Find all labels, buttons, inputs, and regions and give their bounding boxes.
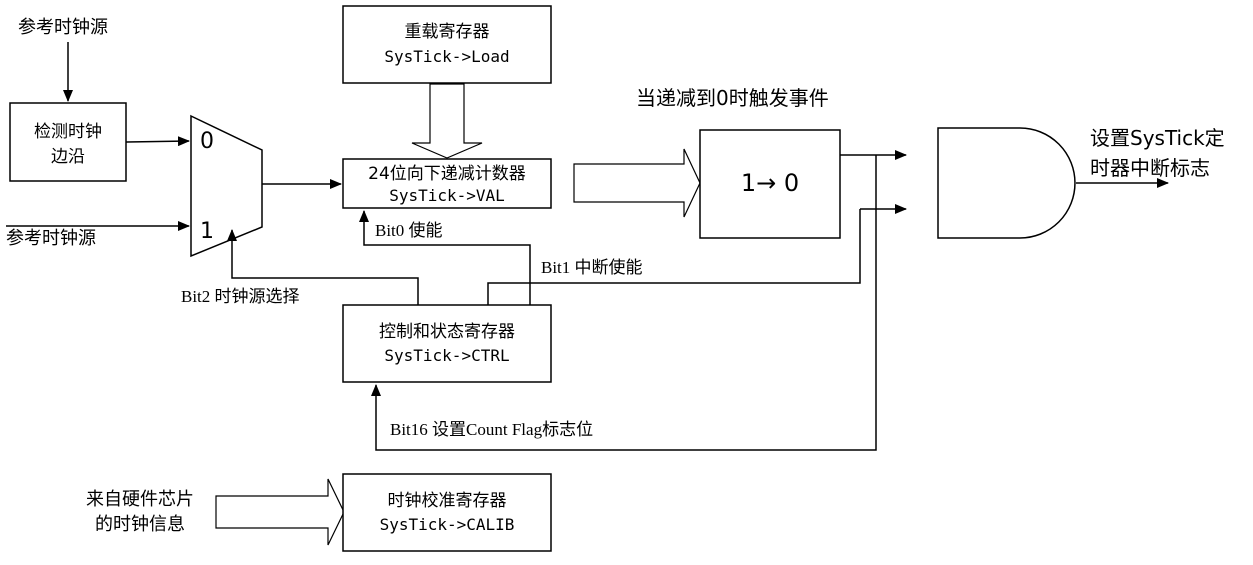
- compare-box: [699, 129, 841, 239]
- counter-register-line2: SysTick->VAL: [389, 186, 505, 205]
- bit2-label: Bit2 时钟源选择: [181, 287, 300, 306]
- ctrl-register-box: [342, 304, 552, 383]
- decrement-event-label: 当递减到0时触发事件: [636, 86, 829, 110]
- ref-clock-top-label: 参考时钟源: [18, 17, 108, 38]
- bit16-countflag-wire: [371, 155, 877, 451]
- and-gate: [937, 127, 1076, 239]
- bit1-interrupt-wire: [487, 209, 861, 305]
- ctrl-register-line1: 控制和状态寄存器: [379, 322, 515, 342]
- counter-to-compare-hollow-arrow: [573, 148, 701, 218]
- calib-register-box: [342, 473, 552, 552]
- bit0-label: Bit0 使能: [375, 220, 443, 240]
- reload-register-box: [342, 5, 552, 84]
- output-label-line2: 时器中断标志: [1090, 156, 1210, 180]
- edge-detect-line2: 边沿: [51, 147, 85, 167]
- bit2-select-wire: [227, 229, 419, 305]
- bit16-label: Bit16 设置Count Flag标志位: [390, 420, 593, 439]
- mux-input-0: 0: [200, 129, 214, 154]
- hw-to-calib-hollow-arrow: [215, 478, 345, 546]
- bit1-label: Bit1 中断使能: [541, 257, 643, 277]
- mux-input-1: 1: [200, 219, 214, 244]
- reload-to-counter-hollow-arrow: [411, 83, 483, 159]
- clock-source-mux: [190, 114, 263, 258]
- hw-info-line2: 的时钟信息: [95, 514, 185, 535]
- compare-label: 1→ 0: [741, 169, 799, 197]
- calib-register-line1: 时钟校准寄存器: [388, 491, 507, 511]
- edge-detect-box: [9, 102, 127, 182]
- bit0-enable-wire: [359, 210, 531, 305]
- ref-clock-bottom-label: 参考时钟源: [6, 228, 96, 249]
- counter-register-box: [342, 158, 552, 209]
- output-label-line1: 设置SysTick定: [1090, 126, 1225, 150]
- counter-register-line1: 24位向下递减计数器: [368, 164, 526, 184]
- edge-detect-line1: 检测时钟: [34, 122, 102, 142]
- reload-register-line2: SysTick->Load: [384, 47, 509, 66]
- calib-register-line2: SysTick->CALIB: [380, 515, 515, 534]
- hw-info-line1: 来自硬件芯片: [86, 489, 194, 510]
- reload-register-line1: 重载寄存器: [405, 22, 490, 42]
- edge-to-mux-arrow: [125, 136, 190, 147]
- ctrl-register-line2: SysTick->CTRL: [384, 346, 509, 365]
